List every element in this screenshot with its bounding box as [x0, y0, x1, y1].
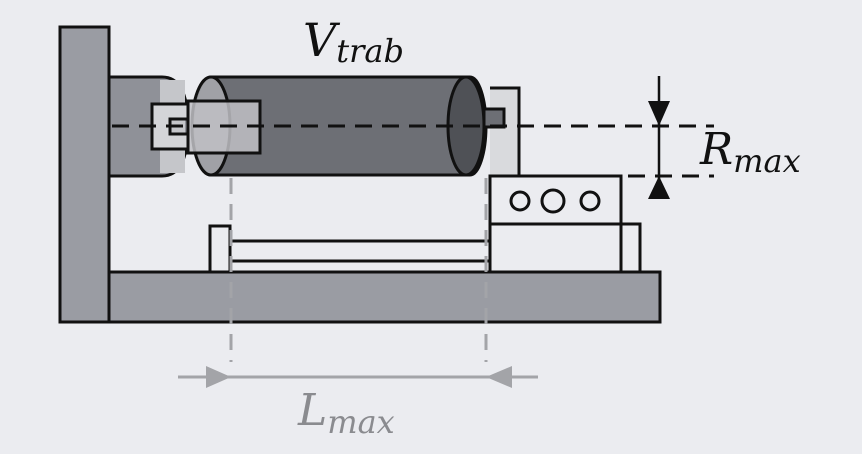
l-arrow-left: [206, 366, 231, 388]
tailstock-hole-3: [579, 190, 601, 212]
guide-rail-post: [208, 224, 232, 274]
label-v-trab: Vtrab: [303, 13, 404, 70]
tailstock-hole-1: [509, 190, 531, 212]
guide-rail: [228, 239, 492, 263]
tailstock-tip: [482, 107, 506, 129]
machine-bed: [107, 270, 662, 324]
tailstock-bracket: [490, 86, 521, 178]
label-r-max: Rmax: [699, 124, 801, 180]
r-arrow-bottom: [648, 176, 670, 199]
headstock-wall: [58, 25, 111, 324]
tailstock-foot: [619, 222, 642, 274]
r-arrow-top: [648, 101, 670, 126]
tailstock-hole-2: [540, 188, 566, 214]
label-l-max: Lmax: [297, 385, 395, 441]
l-arrow-right: [486, 366, 512, 388]
